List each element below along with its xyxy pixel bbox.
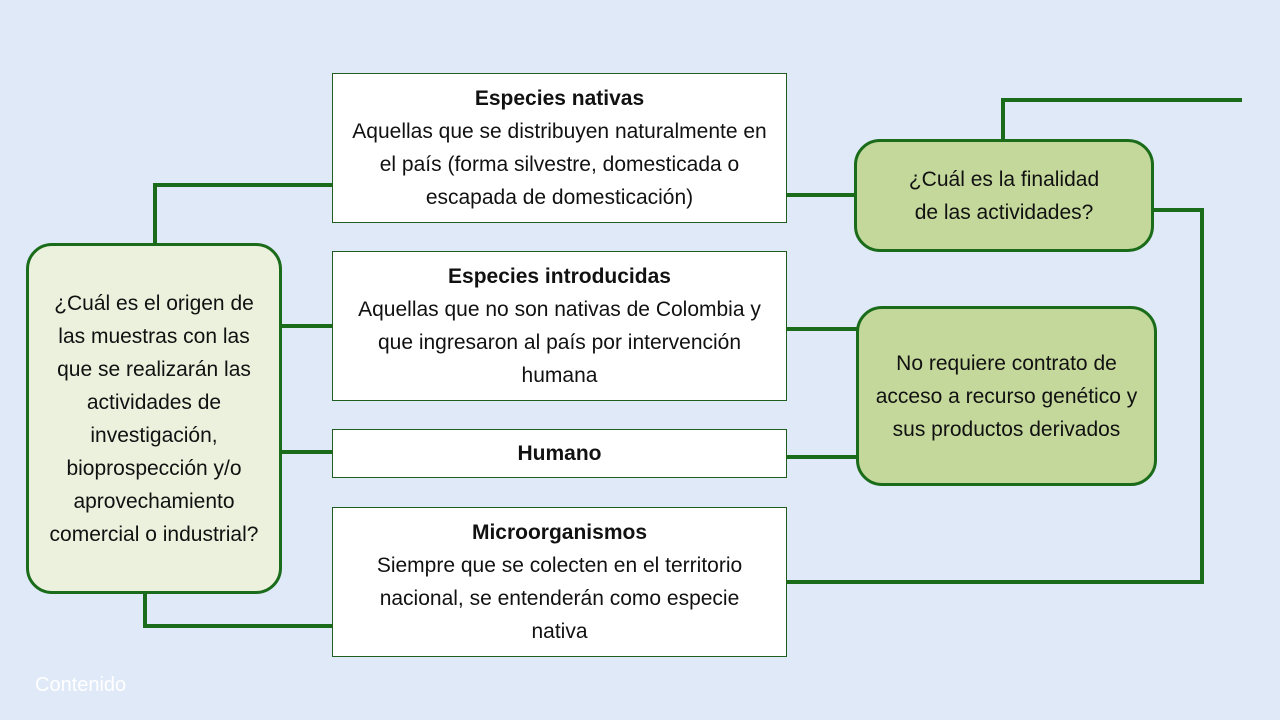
category-desc-introducidas: Aquellas que no son nativas de Colombia … xyxy=(358,298,761,387)
origin-question-text: ¿Cuál es el origen de las muestras con l… xyxy=(49,291,259,546)
connector-origin-nativas xyxy=(153,183,333,244)
category-box-humano: Humano xyxy=(332,429,787,478)
connector-origin-microorganismos xyxy=(143,593,333,628)
purpose-question-box: ¿Cuál es la finalidad de las actividades… xyxy=(854,139,1154,252)
category-desc-microorganismos: Siempre que se colecten en el territorio… xyxy=(376,554,743,643)
category-title-microorganismos: Microorganismos xyxy=(471,521,648,544)
category-box-microorganismos: Microorganismos Siempre que se colecten … xyxy=(332,507,787,657)
category-title-introducidas: Especies introducidas xyxy=(448,265,671,288)
category-title-humano: Humano xyxy=(517,442,602,465)
category-box-nativas: Especies nativas Aquellas que se distrib… xyxy=(332,73,787,223)
connector-purpose-microorganismos xyxy=(786,208,1204,584)
purpose-question-text: ¿Cuál es la finalidad de las actividades… xyxy=(908,167,1100,224)
category-title-nativas: Especies nativas xyxy=(474,87,645,110)
category-box-introducidas: Especies introducidas Aquellas que no so… xyxy=(332,251,787,401)
connector-purpose-out xyxy=(1001,98,1242,139)
result-no-contract-text: No requiere contrato de acceso a recurso… xyxy=(875,351,1138,441)
origin-question-box: ¿Cuál es el origen de las muestras con l… xyxy=(26,243,282,594)
footer-label: Contenido xyxy=(35,674,127,696)
result-no-contract-box: No requiere contrato de acceso a recurso… xyxy=(856,306,1157,486)
category-desc-nativas: Aquellas que se distribuyen naturalmente… xyxy=(352,120,767,209)
